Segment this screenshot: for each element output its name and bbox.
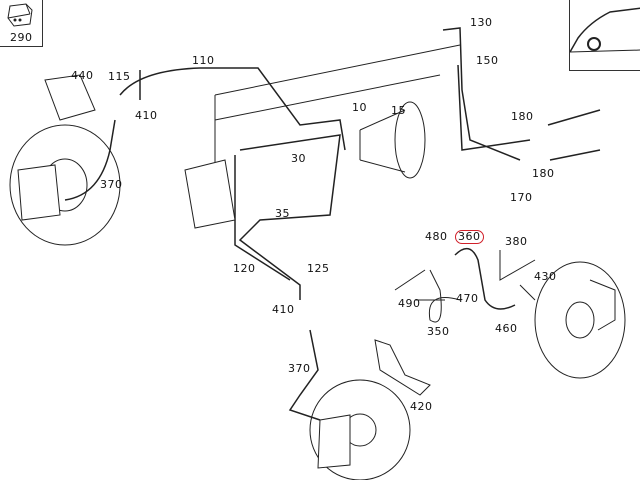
- callout-410-lower[interactable]: 410: [272, 303, 295, 316]
- callout-115[interactable]: 115: [108, 70, 131, 83]
- callout-370-lower[interactable]: 370: [288, 362, 311, 375]
- callout-370-left[interactable]: 370: [100, 178, 123, 191]
- rubber-cap-icon: [7, 3, 33, 27]
- callout-30[interactable]: 30: [291, 152, 306, 165]
- callout-125[interactable]: 125: [307, 262, 330, 275]
- callout-460[interactable]: 460: [495, 322, 518, 335]
- callout-170[interactable]: 170: [510, 191, 533, 204]
- callout-490[interactable]: 490: [398, 297, 421, 310]
- callout-180-lower[interactable]: 180: [532, 167, 555, 180]
- callout-130[interactable]: 130: [470, 16, 493, 29]
- callout-350[interactable]: 350: [427, 325, 450, 338]
- car-icon: [570, 7, 640, 53]
- callout-430[interactable]: 430: [534, 270, 557, 283]
- callout-480[interactable]: 480: [425, 230, 448, 243]
- callout-10[interactable]: 10: [352, 101, 367, 114]
- callout-440[interactable]: 440: [71, 69, 94, 82]
- callout-110[interactable]: 110: [192, 54, 215, 67]
- callout-410[interactable]: 410: [135, 109, 158, 122]
- callout-420[interactable]: 420: [410, 400, 433, 413]
- callout-15[interactable]: 15: [391, 104, 406, 117]
- inset-part-290[interactable]: 290: [0, 0, 43, 47]
- callout-35[interactable]: 35: [275, 207, 290, 220]
- callout-360-highlighted[interactable]: 360: [455, 230, 484, 244]
- callout-120[interactable]: 120: [233, 262, 256, 275]
- callout-150[interactable]: 150: [476, 54, 499, 67]
- callout-470[interactable]: 470: [456, 292, 479, 305]
- callout-380[interactable]: 380: [505, 235, 528, 248]
- vehicle-location-inset: [569, 0, 640, 71]
- callout-180-upper[interactable]: 180: [511, 110, 534, 123]
- inset-part-label: 290: [10, 31, 33, 44]
